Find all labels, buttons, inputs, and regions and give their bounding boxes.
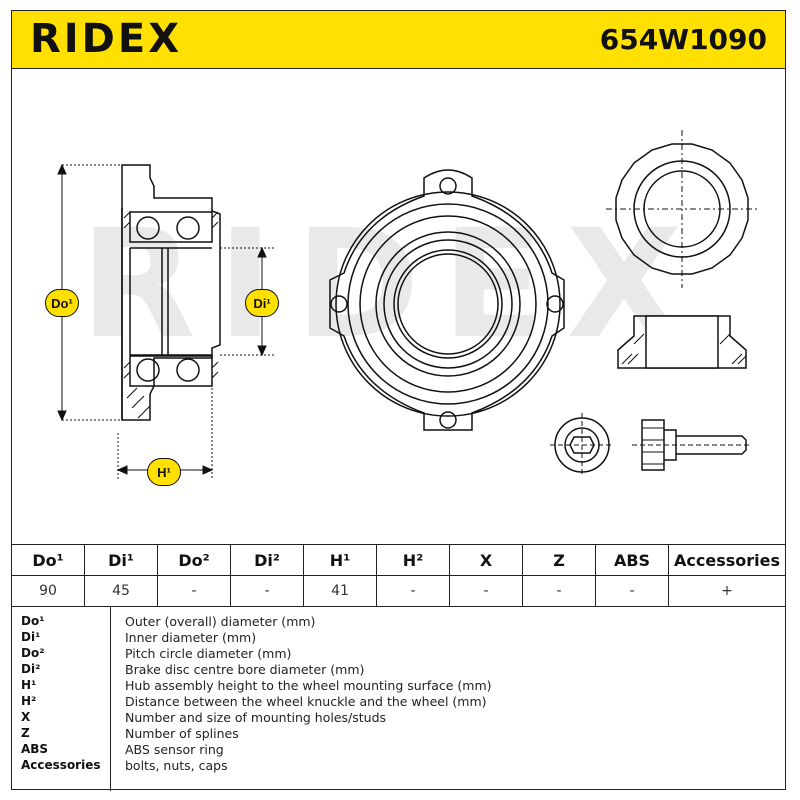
legend-desc: Hub assembly height to the wheel mountin… bbox=[125, 678, 492, 693]
legend-row: X Number and size of mounting holes/studs bbox=[12, 710, 785, 726]
legend-row: H² Distance between the wheel knuckle and… bbox=[12, 694, 785, 710]
technical-drawing: RIDEX bbox=[12, 68, 785, 544]
watermark-text: RIDEX bbox=[80, 198, 704, 372]
col-header: Z bbox=[522, 544, 596, 576]
legend-row: Di¹ Inner diameter (mm) bbox=[12, 630, 785, 646]
legend-row: Di² Brake disc centre bore diameter (mm) bbox=[12, 662, 785, 678]
col-header: X bbox=[449, 544, 523, 576]
legend-desc: Number and size of mounting holes/studs bbox=[125, 710, 387, 725]
legend-abbr: ABS bbox=[21, 742, 49, 756]
legend-desc: bolts, nuts, caps bbox=[125, 758, 228, 773]
legend-desc: Pitch circle diameter (mm) bbox=[125, 646, 292, 661]
value-cell: 90 bbox=[12, 575, 85, 607]
legend-desc: Inner diameter (mm) bbox=[125, 630, 257, 645]
value-cell: 41 bbox=[303, 575, 377, 607]
spec-value-row: 90 45 - - 41 - - - - + bbox=[12, 575, 785, 607]
hub-front-view bbox=[329, 169, 565, 431]
value-cell: + bbox=[668, 575, 785, 607]
col-header: ABS bbox=[595, 544, 669, 576]
col-header: Di² bbox=[230, 544, 304, 576]
legend-abbr: Do² bbox=[21, 646, 45, 660]
legend-row: ABS ABS sensor ring bbox=[12, 742, 785, 758]
legend-abbr: X bbox=[21, 710, 31, 724]
legend-abbr: Di² bbox=[21, 662, 41, 676]
value-cell: - bbox=[157, 575, 231, 607]
legend-desc: Brake disc centre bore diameter (mm) bbox=[125, 662, 365, 677]
col-header: Do¹ bbox=[12, 544, 85, 576]
col-header: H¹ bbox=[303, 544, 377, 576]
bolt-head-end-view bbox=[550, 413, 614, 477]
datasheet-frame: RIDEX 654W1090 RIDEX bbox=[11, 10, 786, 791]
legend: Do¹ Outer (overall) diameter (mm) Di¹ Inne… bbox=[12, 607, 785, 791]
col-header: H² bbox=[376, 544, 450, 576]
value-cell: - bbox=[522, 575, 596, 607]
legend-row: Z Number of splines bbox=[12, 726, 785, 742]
dimension-lines bbox=[57, 163, 274, 480]
label-h: H¹ bbox=[147, 458, 181, 486]
legend-row: H¹ Hub assembly height to the wheel mount… bbox=[12, 678, 785, 694]
value-cell: - bbox=[449, 575, 523, 607]
part-number: 654W1090 bbox=[599, 23, 767, 56]
legend-row: Do² Pitch circle diameter (mm) bbox=[12, 646, 785, 662]
header-bar: RIDEX 654W1090 bbox=[12, 11, 785, 69]
nut-side-view bbox=[617, 315, 747, 369]
label-do: Do¹ bbox=[45, 289, 79, 317]
drawing-svg: RIDEX bbox=[57, 130, 760, 480]
label-di: Di¹ bbox=[245, 289, 279, 317]
col-header: Di¹ bbox=[84, 544, 158, 576]
legend-desc: ABS sensor ring bbox=[125, 742, 224, 757]
nut-top-view bbox=[606, 130, 760, 288]
hub-side-section-view bbox=[121, 164, 221, 421]
legend-abbr: H¹ bbox=[21, 678, 37, 692]
legend-divider bbox=[110, 607, 111, 791]
bolt-side-view bbox=[632, 419, 752, 471]
legend-abbr: Do¹ bbox=[21, 614, 45, 628]
brand-logo: RIDEX bbox=[30, 16, 183, 62]
value-cell: - bbox=[376, 575, 450, 607]
legend-abbr: Z bbox=[21, 726, 30, 740]
legend-desc: Number of splines bbox=[125, 726, 239, 741]
legend-abbr: Accessories bbox=[21, 758, 101, 772]
legend-abbr: Di¹ bbox=[21, 630, 41, 644]
legend-abbr: H² bbox=[21, 694, 37, 708]
value-cell: 45 bbox=[84, 575, 158, 607]
value-cell: - bbox=[230, 575, 304, 607]
spec-table: Do¹ Di¹ Do² Di² H¹ H² X Z ABS Accessorie… bbox=[12, 544, 785, 607]
spec-header-row: Do¹ Di¹ Do² Di² H¹ H² X Z ABS Accessorie… bbox=[12, 544, 785, 576]
legend-desc: Distance between the wheel knuckle and t… bbox=[125, 694, 487, 709]
col-header: Accessories bbox=[668, 544, 785, 576]
col-header: Do² bbox=[157, 544, 231, 576]
legend-row: Accessories bolts, nuts, caps bbox=[12, 758, 785, 774]
legend-row: Do¹ Outer (overall) diameter (mm) bbox=[12, 614, 785, 630]
value-cell: - bbox=[595, 575, 669, 607]
legend-desc: Outer (overall) diameter (mm) bbox=[125, 614, 316, 629]
